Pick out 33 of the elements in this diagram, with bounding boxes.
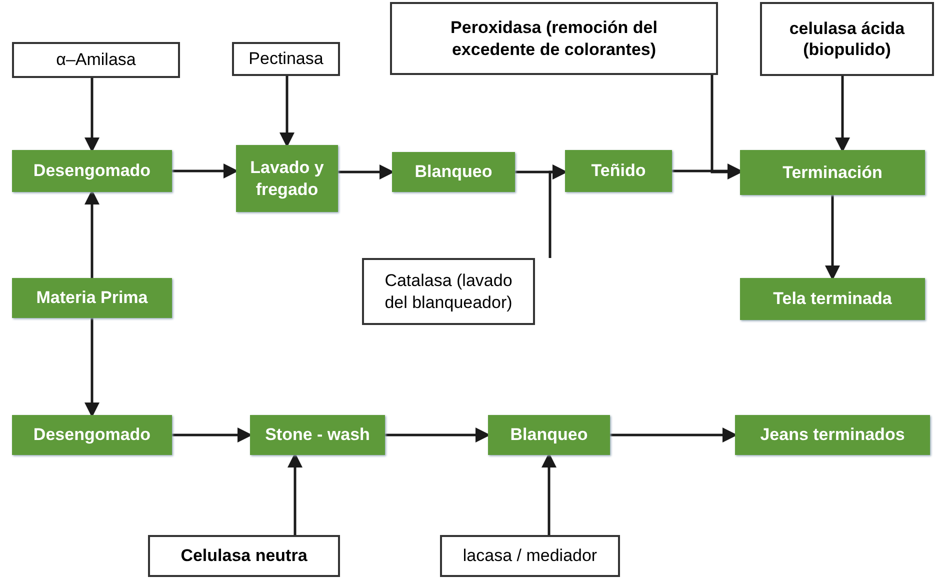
arrow bbox=[710, 75, 742, 180]
process-box: Desengomado bbox=[12, 150, 172, 192]
process-box: Lavado y fregado bbox=[236, 145, 338, 212]
arrow bbox=[172, 164, 238, 178]
arrow bbox=[548, 164, 568, 258]
process-box: Jeans terminados bbox=[735, 415, 930, 455]
enzyme-box: lacasa / mediador bbox=[440, 535, 620, 577]
arrow bbox=[610, 428, 738, 442]
arrow bbox=[84, 190, 100, 278]
enzyme-box: Pectinasa bbox=[232, 42, 340, 76]
process-box: Teñido bbox=[565, 150, 672, 192]
process-box: Blanqueo bbox=[392, 152, 515, 192]
arrow bbox=[84, 78, 100, 152]
process-box: Materia Prima bbox=[12, 278, 172, 318]
process-box: Tela terminada bbox=[740, 278, 925, 320]
arrow bbox=[84, 318, 100, 418]
arrow bbox=[835, 76, 850, 152]
process-box: Stone - wash bbox=[250, 415, 385, 455]
arrow bbox=[825, 195, 840, 280]
arrow bbox=[385, 428, 490, 442]
arrow bbox=[172, 428, 252, 442]
arrow bbox=[280, 76, 294, 148]
process-box: Terminación bbox=[740, 150, 925, 195]
process-box: Desengomado bbox=[12, 415, 172, 455]
arrow bbox=[338, 164, 394, 180]
enzyme-box: Celulasa neutra bbox=[148, 535, 340, 577]
enzyme-box: α–Amilasa bbox=[12, 42, 180, 78]
arrow bbox=[288, 452, 302, 535]
enzyme-box: Peroxidasa (remoción del excedente de colorantes) bbox=[390, 2, 718, 75]
enzyme-box: Catalasa (lavado del blanqueador) bbox=[362, 258, 535, 325]
arrow bbox=[542, 452, 556, 535]
process-box: Blanqueo bbox=[488, 415, 610, 455]
enzyme-box: celulasa ácida (biopulido) bbox=[760, 2, 934, 76]
